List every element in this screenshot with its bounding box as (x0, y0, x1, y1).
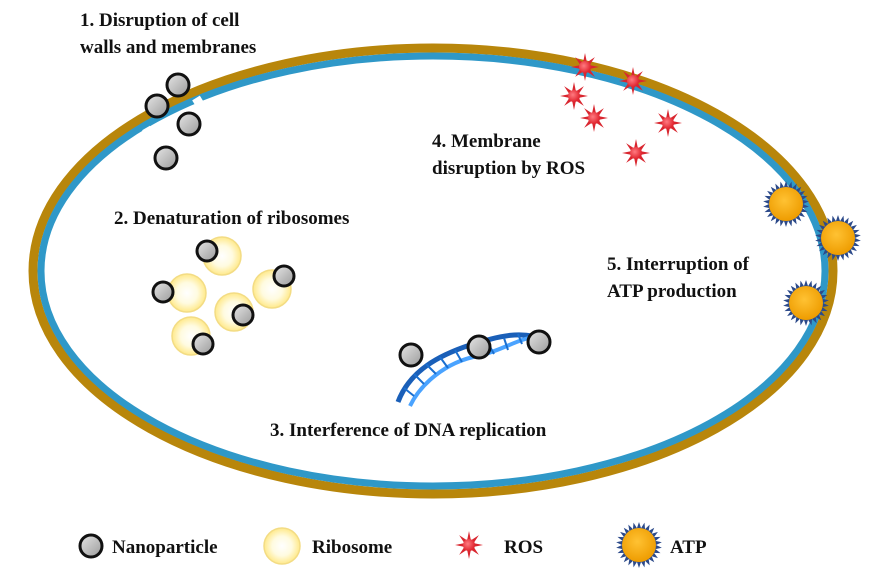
atp-molecule (783, 280, 829, 326)
ros-particle (619, 67, 647, 95)
ros-particle (571, 53, 599, 81)
cell-wall-outer (28, 43, 838, 499)
cell-membrane-inner (37, 52, 829, 490)
ros-core (463, 539, 475, 551)
step5-label-line1: 5. Interruption of (607, 254, 750, 275)
membrane-break-2 (142, 125, 164, 155)
nanoparticle (272, 264, 296, 288)
nanoparticle (195, 239, 219, 263)
ros-core (630, 147, 642, 159)
nanoparticle (165, 72, 191, 98)
ros-core (568, 90, 580, 102)
step4-label-line2: disruption by ROS (432, 158, 585, 179)
step1-label-line1: 1. Disruption of cell (80, 10, 239, 31)
atp-core (622, 528, 656, 562)
ros-particle (580, 104, 608, 132)
atp-core (821, 221, 855, 255)
ros-particle (622, 139, 650, 167)
nanoparticle (526, 329, 552, 355)
step5-label-line2: ATP production (607, 281, 737, 302)
legend-ros-label: ROS (504, 537, 543, 558)
atp-core (769, 187, 803, 221)
legend: Nanoparticle Ribosome ROS ATP (78, 522, 707, 568)
atp-molecule (815, 215, 861, 261)
nanoparticle (153, 145, 179, 171)
nanoparticle (398, 342, 424, 368)
legend-ribosome-icon (263, 527, 301, 565)
ros-core (588, 112, 600, 124)
legend-atp-label: ATP (670, 537, 707, 558)
legend-atp-icon (616, 522, 662, 568)
ros-particle (560, 82, 588, 110)
ros-core (579, 61, 591, 73)
atp-core (789, 286, 823, 320)
legend-ribosome-label: Ribosome (312, 537, 392, 558)
ribosome-group (151, 236, 296, 356)
cell-membrane (28, 43, 838, 499)
ros-core (627, 75, 639, 87)
ros-core (662, 117, 674, 129)
atp-group (763, 181, 861, 326)
membrane-break-1 (192, 95, 216, 127)
nanoparticle (191, 332, 215, 356)
step4-label-line1: 4. Membrane (432, 131, 541, 152)
legend-nanoparticle-icon (78, 533, 104, 559)
nanoparticle (144, 93, 170, 119)
nanoparticle (176, 111, 202, 137)
atp-molecule (763, 181, 809, 227)
step3-label: 3. Interference of DNA replication (270, 420, 547, 441)
dna-helix (395, 329, 552, 407)
nanoparticle (231, 303, 255, 327)
ros-particle (654, 109, 682, 137)
step2-label: 2. Denaturation of ribosomes (114, 208, 349, 229)
legend-nanoparticle-label: Nanoparticle (112, 537, 218, 558)
nanoparticle (151, 280, 175, 304)
nanoparticles-membrane-group (144, 72, 202, 171)
legend-ros-icon (455, 531, 483, 559)
ros-group (560, 53, 682, 167)
nanoparticle (466, 334, 492, 360)
step1-label-line2: walls and membranes (80, 37, 256, 58)
